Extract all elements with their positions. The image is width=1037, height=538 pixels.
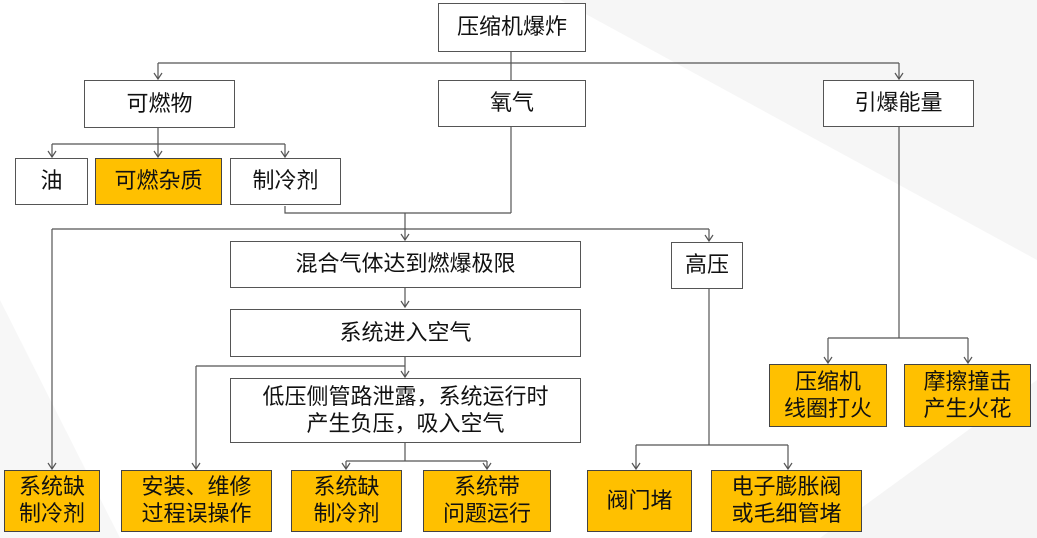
node-friction-spark: 摩擦撞击 产生火花 xyxy=(904,364,1031,427)
node-coil-fire: 压缩机 线圈打火 xyxy=(769,364,887,427)
node-mixture-explosion-limit: 混合气体达到燃爆极限 xyxy=(230,241,581,288)
node-running-with-problem: 系统带 问题运行 xyxy=(423,470,551,532)
node-expansion-valve-blocked: 电子膨胀阀 或毛细管堵 xyxy=(711,470,862,532)
node-root: 压缩机爆炸 xyxy=(438,3,586,52)
node-combustible-impurity: 可燃杂质 xyxy=(95,158,222,205)
node-low-pressure-leak: 低压侧管路泄露，系统运行时 产生负压，吸入空气 xyxy=(230,378,581,443)
node-combustible: 可燃物 xyxy=(84,80,235,128)
node-valve-blocked: 阀门堵 xyxy=(587,470,692,532)
node-ignition: 引爆能量 xyxy=(823,80,974,127)
node-refrigerant: 制冷剂 xyxy=(230,158,341,205)
node-oil: 油 xyxy=(15,158,88,205)
node-lack-refrigerant-1: 系统缺 制冷剂 xyxy=(4,470,100,532)
node-air-entry: 系统进入空气 xyxy=(230,309,581,357)
node-install-maintenance-error: 安装、维修 过程误操作 xyxy=(121,470,272,532)
node-oxygen: 氧气 xyxy=(438,80,586,127)
node-lack-refrigerant-2: 系统缺 制冷剂 xyxy=(291,470,402,532)
node-high-pressure: 高压 xyxy=(671,242,743,289)
